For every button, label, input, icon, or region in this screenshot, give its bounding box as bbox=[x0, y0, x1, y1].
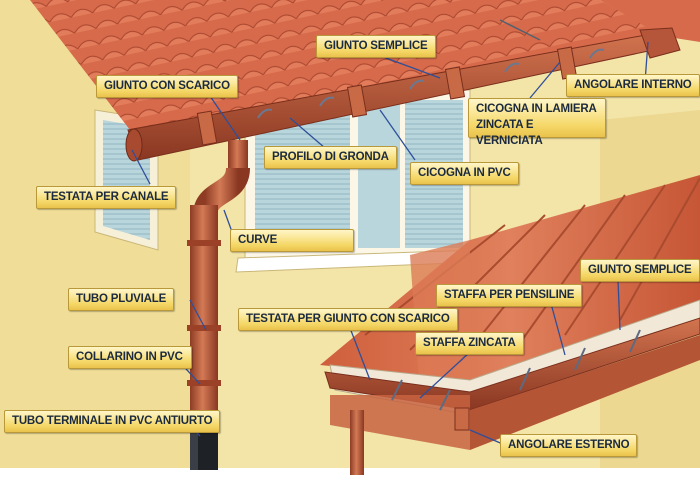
label-cicogna-lamiera-line1: CICOGNA IN LAMIERA bbox=[476, 103, 597, 115]
label-curve: CURVE bbox=[230, 229, 354, 252]
label-giunto-semplice-top: GIUNTO SEMPLICE bbox=[316, 35, 436, 58]
label-angolare-interno: ANGOLARE INTERNO bbox=[566, 74, 700, 97]
label-cicogna-in-pvc: CICOGNA IN PVC bbox=[410, 162, 519, 185]
label-cicogna-lamiera: CICOGNA IN LAMIERA ZINCATA E VERNICIATA bbox=[468, 98, 606, 147]
label-tubo-pluviale: TUBO PLUVIALE bbox=[68, 288, 175, 311]
label-tubo-terminale: TUBO TERMINALE IN PVC ANTIURTO bbox=[4, 410, 221, 433]
label-staffa-per-pensiline: STAFFA PER PENSILINE bbox=[436, 284, 583, 307]
label-cicogna-lamiera-line2: ZINCATA E VERNICIATA bbox=[476, 119, 543, 147]
label-angolare-esterno: ANGOLARE ESTERNO bbox=[500, 434, 638, 457]
label-giunto-semplice-right: GIUNTO SEMPLICE bbox=[580, 259, 700, 282]
label-testata-per-canale: TESTATA PER CANALE bbox=[36, 186, 177, 209]
label-profilo-di-gronda: PROFILO DI GRONDA bbox=[264, 146, 397, 169]
label-collarino-in-pvc: COLLARINO IN PVC bbox=[68, 346, 192, 369]
label-testata-giunto-scarico: TESTATA PER GIUNTO CON SCARICO bbox=[238, 308, 458, 331]
label-giunto-con-scarico: GIUNTO CON SCARICO bbox=[96, 75, 238, 98]
label-staffa-zincata: STAFFA ZINCATA bbox=[415, 332, 524, 355]
